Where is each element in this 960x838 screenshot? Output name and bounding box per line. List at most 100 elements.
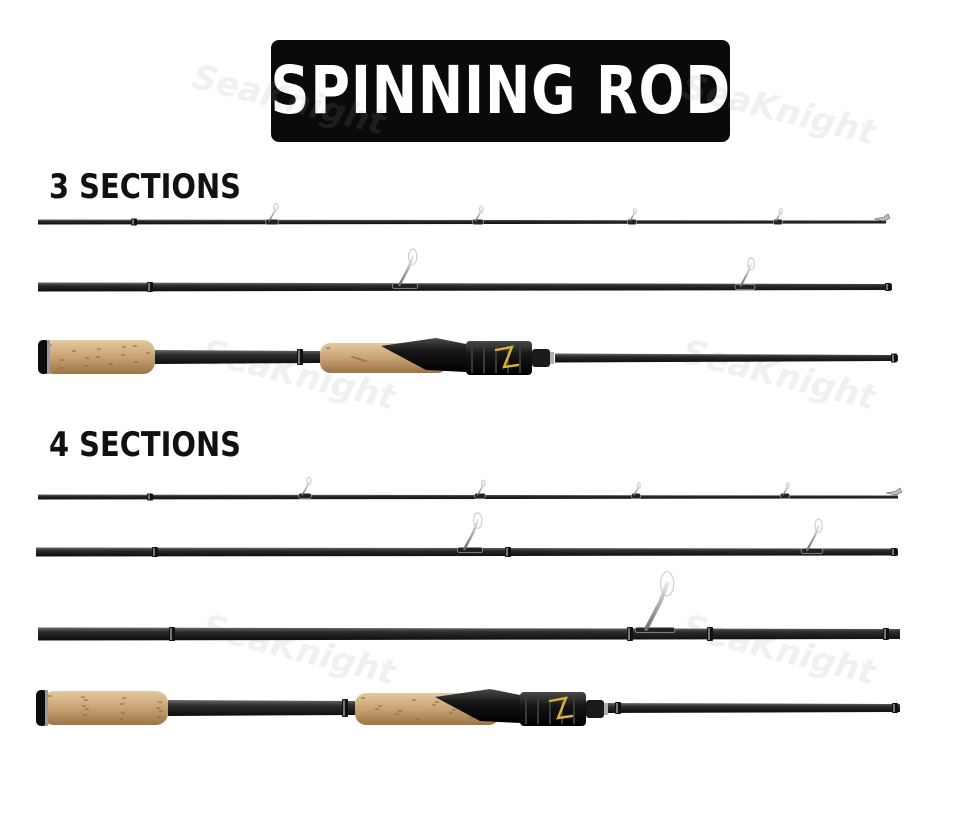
ferrule xyxy=(152,547,158,557)
line-guide-frame xyxy=(474,208,482,222)
rear-grip-texture xyxy=(133,361,139,363)
reel-seat-hood xyxy=(381,338,466,372)
line-guide-ring xyxy=(472,512,483,529)
rear-grip xyxy=(42,691,168,725)
fore-grip-texture xyxy=(374,708,380,710)
line-guide-foot xyxy=(391,283,418,289)
line-guide-foot xyxy=(631,493,641,499)
rear-grip-texture xyxy=(71,350,77,352)
fore-grip-texture xyxy=(377,705,383,707)
line-guide-foot xyxy=(634,627,676,633)
fore-grip-texture xyxy=(411,699,417,701)
ferrule xyxy=(169,627,175,641)
line-guide-foot xyxy=(456,547,483,553)
line-guide-frame xyxy=(644,581,670,631)
rod-4-section-3 xyxy=(38,627,900,641)
rod-3-butt-section xyxy=(555,353,898,363)
handle-blank xyxy=(168,700,355,716)
fore-grip-texture xyxy=(451,709,457,711)
rear-grip-texture xyxy=(82,714,88,716)
rear-grip-texture xyxy=(118,718,124,720)
ferrule xyxy=(615,702,621,714)
line-guide-ring xyxy=(778,208,783,215)
rear-grip-texture xyxy=(120,712,126,714)
tip-top xyxy=(885,487,903,496)
fore-grip-texture xyxy=(414,718,420,720)
tip-top xyxy=(873,213,891,222)
fore-grip-texture xyxy=(448,712,454,714)
reel-seat-check xyxy=(586,700,604,718)
rear-grip-texture xyxy=(108,363,114,365)
fore-grip-texture xyxy=(394,713,400,715)
title-text: SPINNING ROD xyxy=(270,52,731,129)
line-guide-foot xyxy=(780,493,790,499)
fore-grip-texture xyxy=(360,697,366,699)
reel-seat-check-trim xyxy=(550,352,554,364)
line-guide-frame xyxy=(476,482,484,496)
rod-3-mid-section xyxy=(38,282,892,292)
ferrule xyxy=(147,493,153,501)
ferrule xyxy=(885,283,891,291)
line-guide-ring xyxy=(306,476,312,486)
handle-blank xyxy=(155,350,320,364)
reel-seat-accent xyxy=(548,696,574,720)
line-guide-ring xyxy=(480,479,486,488)
rear-grip-texture xyxy=(47,695,53,697)
section-label-4: 4 SECTIONS xyxy=(49,425,241,465)
rear-grip-texture xyxy=(155,707,161,709)
ferrule xyxy=(131,218,137,226)
line-guide-foot xyxy=(472,219,484,225)
butt-cap-trim xyxy=(47,340,50,374)
section-label-3: 3 SECTIONS xyxy=(49,167,241,207)
guide-wrap xyxy=(505,547,511,557)
rear-grip-texture xyxy=(145,352,151,354)
line-guide-foot xyxy=(298,493,312,499)
rear-grip-texture xyxy=(156,716,162,718)
butt-cap-trim xyxy=(45,690,48,726)
rear-grip-texture xyxy=(84,708,90,710)
rear-grip-texture xyxy=(80,696,86,698)
ferrule xyxy=(297,349,303,365)
line-guide-foot xyxy=(265,219,279,225)
rear-grip-texture xyxy=(83,365,89,367)
fore-grip-texture xyxy=(397,710,403,712)
guide-wrap xyxy=(627,627,633,641)
rear-grip-texture xyxy=(121,346,127,348)
line-guide-ring xyxy=(636,482,641,489)
line-guide-foot xyxy=(734,284,756,290)
rear-grip-texture xyxy=(121,697,127,699)
reel-seat-check-trim xyxy=(604,703,608,715)
rear-grip-texture xyxy=(84,357,90,359)
ferrule xyxy=(883,628,889,640)
rear-grip-texture xyxy=(81,705,87,707)
ferrule xyxy=(891,548,897,556)
line-guide-frame xyxy=(268,206,277,222)
line-guide-frame xyxy=(806,524,820,552)
rear-grip-texture xyxy=(157,701,163,703)
fore-grip-texture xyxy=(468,717,474,719)
line-guide-foot xyxy=(627,219,637,225)
line-guide-ring xyxy=(273,202,279,212)
reel-seat-hood xyxy=(435,689,520,723)
rear-grip-texture xyxy=(120,354,126,356)
fore-grip-texture xyxy=(434,701,440,703)
fore-grip-texture xyxy=(350,356,356,358)
line-guide-foot xyxy=(773,219,783,225)
line-guide-frame xyxy=(775,210,782,222)
title-banner: SPINNING ROD xyxy=(270,40,731,142)
line-guide-foot xyxy=(474,493,486,499)
line-guide-ring xyxy=(478,205,484,214)
line-guide-foot xyxy=(800,548,824,554)
fore-grip-texture xyxy=(325,347,331,349)
line-guide-frame xyxy=(782,484,789,496)
ferrule xyxy=(891,353,897,363)
reel-seat-nut xyxy=(520,692,586,726)
fore-grip-texture xyxy=(431,704,437,706)
line-guide-ring xyxy=(785,482,790,489)
ferrule xyxy=(147,282,153,292)
line-guide-frame xyxy=(301,480,310,496)
line-guide-frame xyxy=(398,255,414,287)
rear-grip-texture xyxy=(132,345,138,347)
line-guide-frame xyxy=(629,210,636,222)
